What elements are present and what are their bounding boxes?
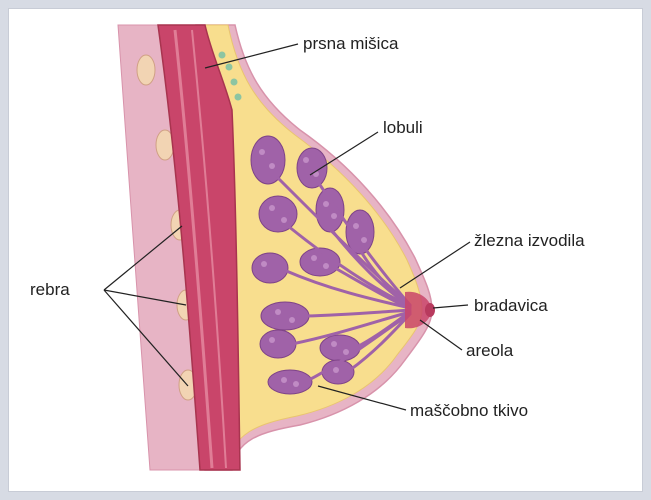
label-zlezna-izvodila: žlezna izvodila <box>474 231 585 250</box>
lobule <box>252 253 288 283</box>
leader-bradavica <box>433 305 468 308</box>
lobule <box>316 188 344 232</box>
lobule <box>261 302 309 330</box>
leader-areola <box>420 320 462 350</box>
label-prsna-misica: prsna mišica <box>303 34 399 53</box>
lobule <box>297 148 327 188</box>
lobule <box>251 136 285 184</box>
rib <box>137 55 155 85</box>
label-rebra: rebra <box>30 280 70 299</box>
label-bradavica: bradavica <box>474 296 548 315</box>
label-mascobno-tkivo: maščobno tkivo <box>410 401 528 420</box>
lobule <box>259 196 297 232</box>
label-areola: areola <box>466 341 514 360</box>
nipple <box>425 303 435 317</box>
label-lobuli: lobuli <box>383 118 423 137</box>
